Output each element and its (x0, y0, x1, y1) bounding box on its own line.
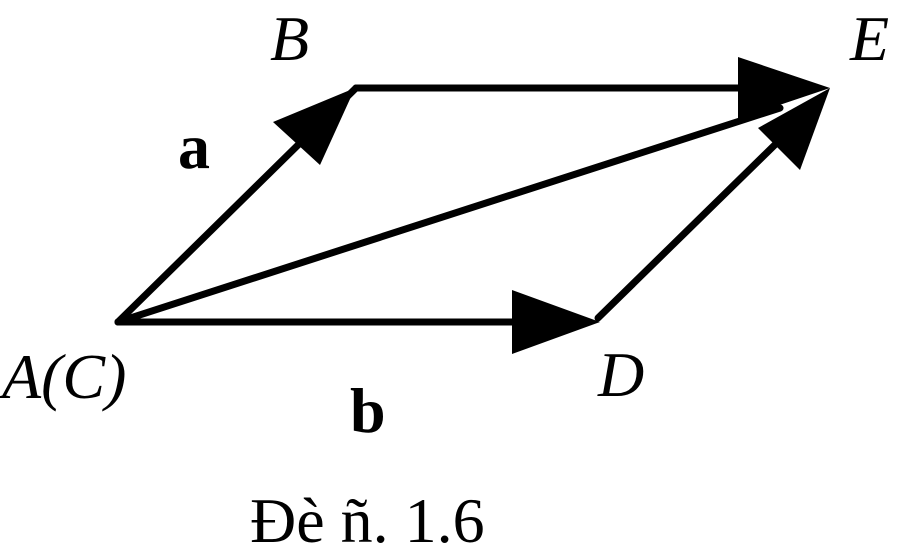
arrowhead-d-to-e (758, 88, 830, 170)
figure-caption: Đè ñ. 1.6 (250, 485, 485, 548)
arrowhead-vector-a (273, 88, 355, 165)
segment-d-to-e (594, 126, 794, 322)
label-point-d: D (597, 339, 644, 410)
label-vector-a: a (178, 111, 210, 182)
label-point-a-c: A(C) (0, 341, 126, 412)
label-point-b: B (270, 3, 309, 74)
segment-a-to-e (114, 104, 784, 326)
arrowhead-vector-b (512, 290, 600, 354)
label-point-e: E (849, 3, 889, 74)
arrowhead-b-to-e (738, 57, 830, 119)
label-vector-b: b (350, 375, 386, 446)
